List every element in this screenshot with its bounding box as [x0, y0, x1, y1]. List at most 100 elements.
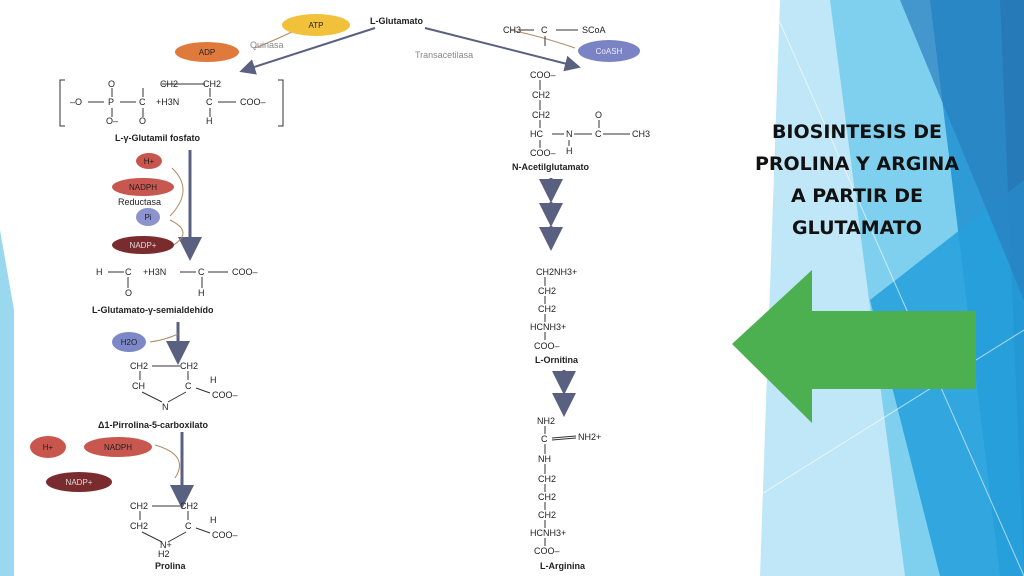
- gp-bot-o1: O–: [106, 116, 119, 126]
- nag-coo-top: COO–: [530, 70, 556, 80]
- acetyl-c: C: [541, 25, 548, 35]
- title-line-1: BIOSINTESIS DE: [771, 121, 943, 143]
- arg-coo: COO–: [534, 546, 560, 556]
- coash-oval: CoASH: [578, 40, 640, 62]
- proline-name: Prolina: [155, 561, 186, 571]
- p5c-c: C: [185, 381, 192, 391]
- arg-nh: NH: [538, 454, 551, 464]
- pro-h: H: [210, 515, 217, 525]
- orn-ch2nh3: CH2NH3+: [536, 267, 578, 277]
- nag-ch2a: CH2: [532, 90, 551, 100]
- ornithine-name: L-Ornitina: [535, 355, 578, 365]
- arg-ch2c: CH2: [538, 510, 557, 520]
- p5c-ch: CH: [132, 381, 145, 391]
- nadp-label-2: NADP+: [65, 477, 93, 487]
- nadp-oval-1: NADP+: [112, 236, 174, 254]
- gp-mid-o: –O: [70, 97, 83, 107]
- p5c-name: Δ1-Pirrolina-5-carboxilato: [98, 420, 208, 430]
- semialdehyde-name: L-Glutamato-γ-semialdehído: [92, 305, 214, 315]
- pro-ch2b: CH2: [180, 501, 199, 511]
- atp-label: ATP: [308, 20, 324, 30]
- arginine-name: L-Arginina: [540, 561, 585, 571]
- nadph-label-2: NADPH: [103, 442, 132, 452]
- gp-mid-p: P: [108, 97, 115, 107]
- pro-c: C: [185, 521, 192, 531]
- gp-top-o: O: [108, 79, 116, 89]
- nag-hc: HC: [530, 129, 543, 139]
- glutamyl-phosphate-name: L-γ-Glutamil fosfato: [115, 133, 200, 143]
- pi-label: Pi: [144, 212, 152, 222]
- orn-hcnh3: HCNH3+: [530, 322, 567, 332]
- nadph-oval-1: NADPH: [112, 178, 174, 196]
- gp-mid-h3n: +H3N: [156, 97, 180, 107]
- reductase-label: Reductasa: [118, 197, 162, 207]
- sa-coo: COO–: [232, 267, 258, 277]
- glutamate-label: L-Glutamato: [370, 16, 423, 26]
- title-line-3: A PARTIR DE: [790, 185, 923, 207]
- nag-ch3: CH3: [632, 129, 651, 139]
- nag-coo-bot: COO–: [530, 148, 556, 158]
- acetylglutamate-name: N-Acetilglutamato: [512, 162, 590, 172]
- nag-n: N: [566, 129, 573, 139]
- nadph-label-1: NADPH: [128, 182, 157, 192]
- orn-ch2b: CH2: [538, 304, 557, 314]
- kinase-label: Quinasa: [250, 40, 284, 50]
- nadp-oval-2: NADP+: [46, 472, 112, 492]
- sa-o: O: [125, 288, 133, 298]
- slide-title: BIOSINTESIS DE PROLINA Y ARGINA A PARTIR…: [740, 116, 974, 244]
- gp-mid-c: C: [139, 97, 146, 107]
- pro-coo: COO–: [212, 530, 238, 540]
- arg-c: C: [541, 434, 548, 444]
- sa-c2: C: [198, 267, 205, 277]
- acetyl-scoa: SCoA: [582, 25, 606, 35]
- h-plus-label-2: H+: [42, 442, 54, 452]
- nadph-oval-2: NADPH: [84, 437, 152, 457]
- p5c-n: N: [162, 402, 169, 412]
- h-plus-label-1: H+: [143, 156, 155, 166]
- arg-nh2plus: NH2+: [578, 432, 602, 442]
- arg-ch2b: CH2: [538, 492, 557, 502]
- gp-top-ch2b: CH2: [203, 79, 222, 89]
- arg-hcnh3: HCNH3+: [530, 528, 567, 538]
- gp-bot-o2: O: [139, 116, 147, 126]
- pro-ch2c: CH2: [130, 521, 149, 531]
- gp-mid-c2: C: [206, 97, 213, 107]
- sa-c: C: [125, 267, 132, 277]
- water-label: H2O: [120, 337, 138, 347]
- nag-o: O: [595, 110, 603, 120]
- arg-ch2a: CH2: [538, 474, 557, 484]
- p5c-h: H: [210, 375, 217, 385]
- water-oval: H2O: [112, 332, 146, 352]
- gp-mid-coo: COO–: [240, 97, 266, 107]
- title-line-2: PROLINA Y ARGINA: [754, 153, 960, 175]
- nag-h: H: [566, 146, 573, 156]
- pro-n: N+: [160, 540, 172, 550]
- orn-coo: COO–: [534, 341, 560, 351]
- acetyl-ch3: CH3: [503, 25, 522, 35]
- coash-label: CoASH: [595, 46, 623, 56]
- h-plus-oval-1: H+: [136, 153, 162, 169]
- sa-h: H: [96, 267, 103, 277]
- pi-oval: Pi: [136, 208, 160, 226]
- adp-oval: ADP: [175, 42, 239, 62]
- gp-top-ch2a: CH2: [160, 79, 179, 89]
- p5c-coo: COO–: [212, 390, 238, 400]
- pro-ch2a: CH2: [130, 501, 149, 511]
- nag-ch2b: CH2: [532, 110, 551, 120]
- arg-nh2: NH2: [537, 416, 556, 426]
- nag-c: C: [595, 129, 602, 139]
- p5c-ch2b: CH2: [180, 361, 199, 371]
- h-plus-oval-2: H+: [30, 436, 66, 458]
- pro-h2: H2: [158, 549, 170, 559]
- atp-oval: ATP: [282, 14, 350, 36]
- sa-h3n: +H3N: [143, 267, 167, 277]
- transacetylase-label: Transacetilasa: [415, 50, 474, 60]
- orn-ch2a: CH2: [538, 286, 557, 296]
- adp-label: ADP: [198, 47, 216, 57]
- nadp-label-1: NADP+: [129, 240, 157, 250]
- sa-hb: H: [198, 288, 205, 298]
- p5c-ch2a: CH2: [130, 361, 149, 371]
